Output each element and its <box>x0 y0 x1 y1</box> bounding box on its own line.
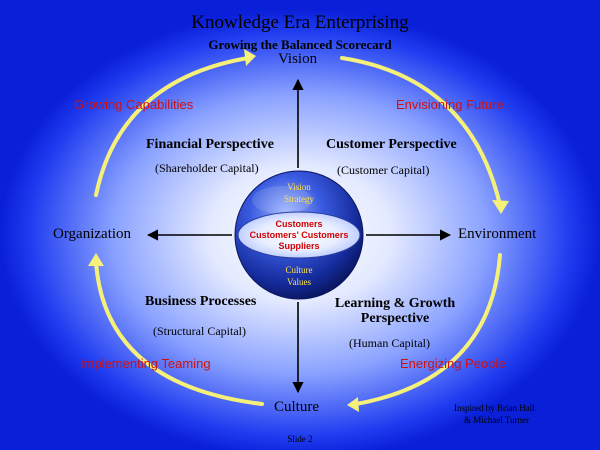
customer-perspective-capital: (Customer Capital) <box>337 163 430 177</box>
customer-perspective-title: Customer Perspective <box>326 137 457 152</box>
credit-line2: & Michael Turner <box>464 415 529 425</box>
page-subtitle: Growing the Balanced Scorecard <box>208 37 392 52</box>
node-environment: Environment <box>458 226 537 242</box>
process-envisioning-future: Envisioning Future <box>396 97 504 112</box>
cycle-arrowhead-bottom-right <box>347 397 359 412</box>
credit-line1: Inspired by Brian Hall <box>454 403 535 413</box>
cycle-arrow-top-right <box>340 56 502 207</box>
learning-growth-capital: (Human Capital) <box>349 336 430 350</box>
slide-number: Slide 2 <box>287 434 313 444</box>
cycle-arrow-bottom-left <box>94 260 264 406</box>
globe-top-line1: Vision <box>287 182 311 192</box>
globe-top-line2: Strategy <box>284 194 314 204</box>
axis-arrows <box>146 78 452 394</box>
globe-core-line3: Suppliers <box>278 241 320 251</box>
cycle-arrowhead-top-right <box>492 200 509 214</box>
page-title: Knowledge Era Enterprising <box>191 12 409 33</box>
business-processes-capital: (Structural Capital) <box>153 324 246 338</box>
globe-bottom-line1: Culture <box>285 265 313 275</box>
globe-bottom-line2: Values <box>287 277 311 287</box>
cycle-arrows <box>88 49 509 412</box>
globe-core-line2: Customers' Customers <box>249 230 349 240</box>
cycle-arrow-bottom-right <box>354 253 502 406</box>
node-culture: Culture <box>274 399 319 415</box>
learning-growth-title-line1: Learning & Growth <box>334 296 456 311</box>
financial-perspective-capital: (Shareholder Capital) <box>155 161 259 175</box>
cycle-arrowhead-bottom-left <box>88 253 104 266</box>
financial-perspective-title: Financial Perspective <box>146 137 274 152</box>
cycle-arrow-top-left <box>94 56 250 197</box>
node-vision: Vision <box>278 51 318 67</box>
learning-growth-title-line2: Perspective <box>360 311 430 326</box>
process-energizing-people: Energizing People <box>400 356 506 371</box>
cycle-arrowhead-top-left <box>244 49 256 66</box>
process-implementing-teaming: Implementing Teaming <box>80 356 211 371</box>
globe-core-line1: Customers <box>275 219 323 229</box>
globe-core <box>237 211 361 259</box>
node-organization: Organization <box>53 226 132 242</box>
process-growing-capabilities: Growing Capabilities <box>74 97 194 112</box>
business-processes-title: Business Processes <box>145 294 257 309</box>
globe-highlight <box>252 186 312 214</box>
